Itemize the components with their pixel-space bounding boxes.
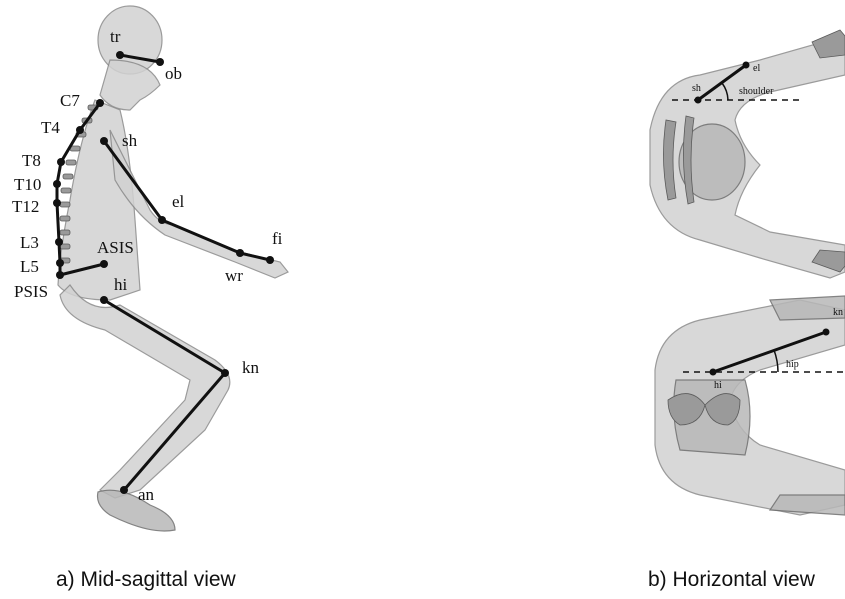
marker-c7 [96,99,104,107]
marker-l3 [55,238,63,246]
sagittal-figure: tr ob C7 T4 T8 T10 T12 L3 L5 PSIS ASIS s… [12,6,288,591]
marker-h-sh [695,97,702,104]
label-h-kn: kn [833,307,843,318]
marker-t4 [76,126,84,134]
sagittal-labels: tr ob C7 T4 T8 T10 T12 L3 L5 PSIS ASIS s… [12,27,283,504]
marker-wr [236,249,244,257]
marker-h-hi [710,369,717,376]
label-el: el [172,192,185,211]
horizontal-upper-figure: sh el shoulder [650,30,845,278]
marker-hi [100,296,108,304]
marker-kn [221,369,229,377]
sagittal-body-silhouette [58,6,288,531]
marker-fi [266,256,274,264]
label-hi: hi [114,275,128,294]
label-an: an [138,485,155,504]
marker-tr [116,51,124,59]
marker-psis [56,271,64,279]
label-h-hi: hi [714,380,722,391]
label-tr: tr [110,27,121,46]
marker-h-el [743,62,750,69]
horizontal-lower-figure: hi kn hip [655,296,845,515]
marker-ob [156,58,164,66]
lower-body-silhouette [655,296,845,515]
caption-sagittal: a) Mid-sagittal view [56,568,237,591]
marker-t12 [53,199,61,207]
label-t12: T12 [12,197,39,216]
marker-el [158,216,166,224]
label-kn: kn [242,358,260,377]
label-sh: sh [122,131,138,150]
label-psis: PSIS [14,282,48,301]
label-fi: fi [272,229,283,248]
label-wr: wr [225,266,243,285]
marker-an [120,486,128,494]
marker-t8 [57,158,65,166]
label-c7: C7 [60,91,80,110]
label-h-sh: sh [692,83,701,94]
marker-sh [100,137,108,145]
label-l5: L5 [20,257,39,276]
marker-asis [100,260,108,268]
label-asis: ASIS [97,238,134,257]
label-shoulder-angle: shoulder [739,86,774,97]
label-hip-angle: hip [786,359,799,370]
marker-l5 [56,259,64,267]
label-h-el: el [753,63,760,74]
label-ob: ob [165,64,182,83]
label-t8: T8 [22,151,41,170]
marker-h-kn [823,329,830,336]
caption-horizontal: b) Horizontal view [648,568,816,591]
label-t4: T4 [41,118,60,137]
shank-segment [124,373,225,490]
label-t10: T10 [14,175,41,194]
label-l3: L3 [20,233,39,252]
marker-t10 [53,180,61,188]
